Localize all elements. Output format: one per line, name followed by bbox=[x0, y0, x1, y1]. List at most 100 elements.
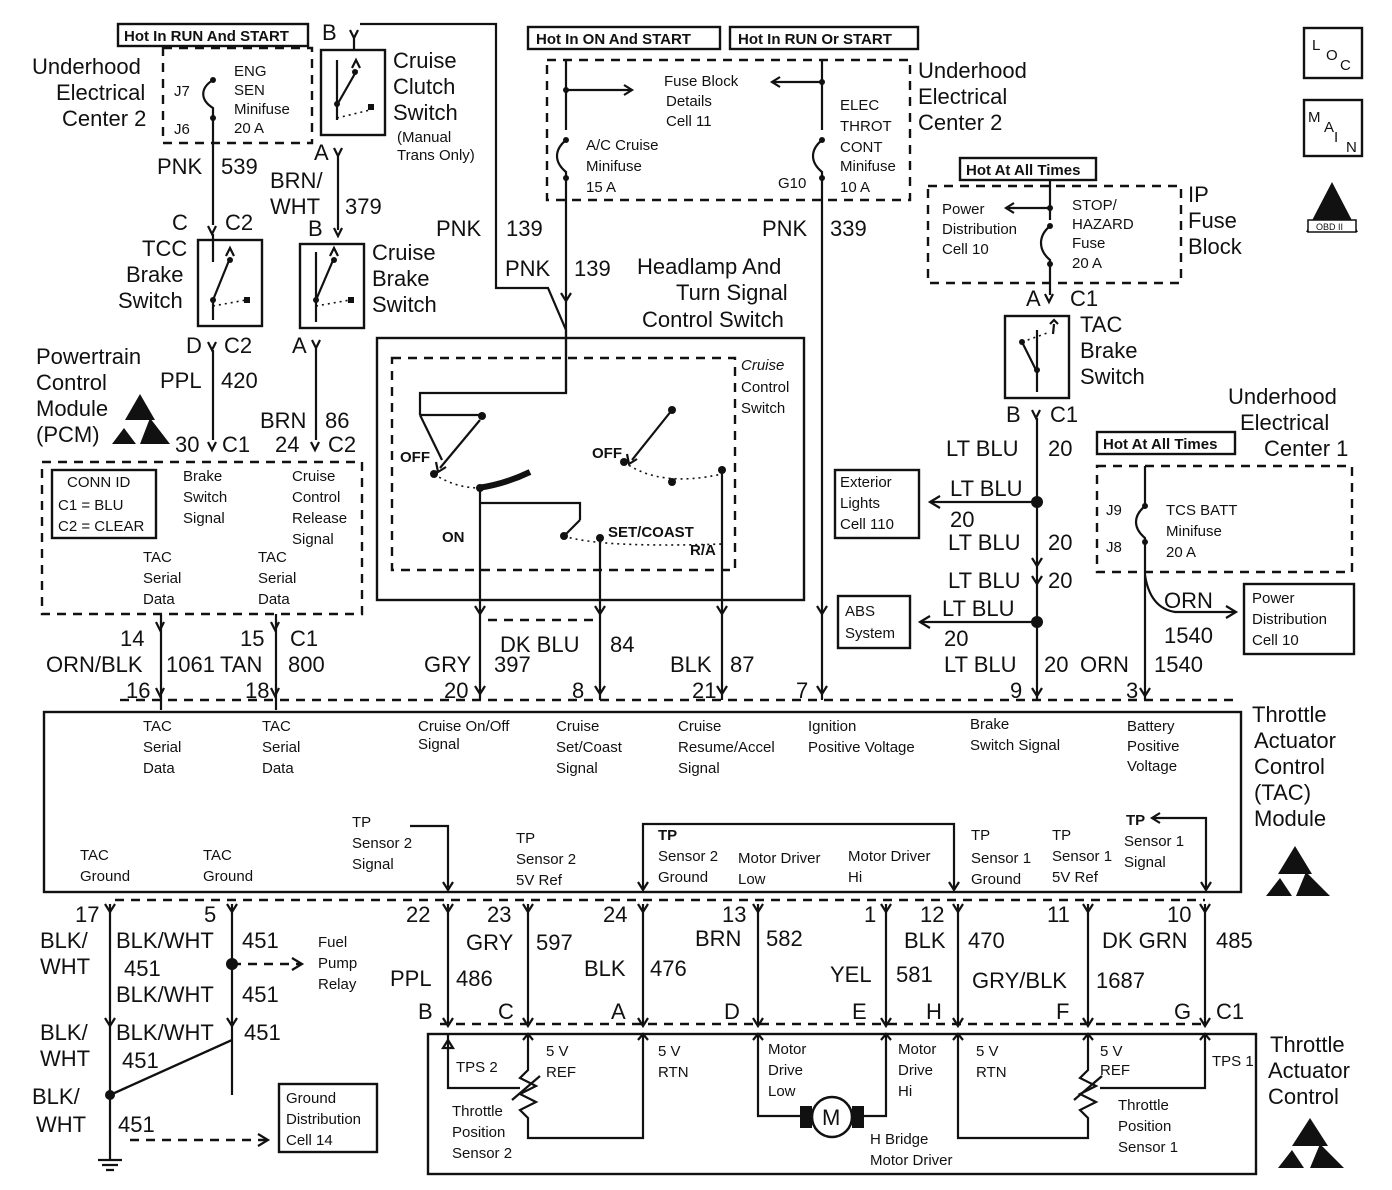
svg-text:ELEC: ELEC bbox=[840, 97, 879, 114]
svg-text:24: 24 bbox=[603, 902, 627, 927]
uec2-right-label: Underhood Electrical Center 2 bbox=[918, 58, 1027, 135]
svg-text:Brake: Brake bbox=[1080, 338, 1137, 363]
wire-tan: TAN bbox=[220, 652, 262, 677]
svg-text:Ground: Ground bbox=[658, 869, 708, 886]
wire-379: 379 bbox=[345, 194, 382, 219]
wire-pnk: PNK bbox=[157, 154, 203, 179]
svg-text:TP: TP bbox=[658, 827, 677, 844]
svg-text:D: D bbox=[724, 999, 740, 1024]
svg-text:Minifuse: Minifuse bbox=[234, 101, 290, 118]
svg-text:TAC: TAC bbox=[143, 549, 172, 566]
pin-c1-tac: C1 bbox=[1070, 286, 1098, 311]
wire-139a: 139 bbox=[506, 216, 543, 241]
svg-text:Cell 11: Cell 11 bbox=[666, 113, 712, 130]
svg-text:10 A: 10 A bbox=[840, 179, 870, 196]
svg-text:486: 486 bbox=[456, 966, 493, 991]
pin-3: 3 bbox=[1126, 678, 1138, 703]
off-left: OFF bbox=[400, 449, 430, 466]
svg-text:Data: Data bbox=[262, 760, 294, 777]
svg-text:Power: Power bbox=[942, 201, 985, 218]
pin-c2b: C2 bbox=[328, 432, 356, 457]
pin-c: C bbox=[172, 210, 188, 235]
pin-30: 30 bbox=[175, 432, 199, 457]
svg-text:Exterior: Exterior bbox=[840, 474, 892, 491]
wire-wht: WHT bbox=[270, 194, 320, 219]
tps2-5v-ref: 5 V REF bbox=[546, 1043, 576, 1081]
svg-text:Sensor 1: Sensor 1 bbox=[971, 850, 1031, 867]
main-icon[interactable]: M A I N bbox=[1302, 98, 1364, 158]
loc-icon[interactable]: L O C bbox=[1302, 26, 1364, 80]
svg-text:TP: TP bbox=[1126, 812, 1145, 829]
set-coast: SET/COAST bbox=[608, 524, 694, 541]
svg-text:Switch: Switch bbox=[393, 100, 458, 125]
svg-text:Sensor 1: Sensor 1 bbox=[1124, 833, 1184, 850]
pin-14: 14 bbox=[120, 626, 144, 651]
wire-1540-1: 1540 bbox=[1154, 652, 1203, 677]
tac-serial-1: TAC Serial Data bbox=[143, 718, 181, 777]
wire-339: 339 bbox=[830, 216, 867, 241]
svg-text:Fuse Block: Fuse Block bbox=[664, 73, 739, 90]
wire-blk-wht-2: BLK/WHT bbox=[116, 982, 214, 1007]
svg-text:Switch Signal: Switch Signal bbox=[970, 737, 1060, 754]
svg-text:Sensor 2: Sensor 2 bbox=[452, 1145, 512, 1162]
cruise-control-switch-label: Cruise Control Switch bbox=[741, 357, 789, 417]
wire-451-3: 451 bbox=[242, 982, 279, 1007]
svg-text:Fuel: Fuel bbox=[318, 934, 347, 951]
svg-text:TP: TP bbox=[352, 814, 371, 831]
svg-text:Switch: Switch bbox=[1080, 364, 1145, 389]
svg-text:M: M bbox=[1308, 109, 1321, 126]
svg-text:Clutch: Clutch bbox=[393, 74, 455, 99]
cruise-brake-label: Cruise Brake Switch bbox=[372, 240, 437, 317]
svg-text:Module: Module bbox=[36, 396, 108, 421]
svg-text:Underhood: Underhood bbox=[32, 54, 141, 79]
wire-87: 87 bbox=[730, 652, 754, 677]
svg-text:STOP/: STOP/ bbox=[1072, 197, 1118, 214]
svg-text:Low: Low bbox=[768, 1083, 796, 1100]
svg-text:5 V: 5 V bbox=[546, 1043, 569, 1060]
wire-pnk-139a: PNK bbox=[436, 216, 482, 241]
svg-text:Resume/Accel: Resume/Accel bbox=[678, 739, 775, 756]
tac-set-coast: Cruise Set/Coast Signal bbox=[556, 718, 623, 777]
svg-text:Minifuse: Minifuse bbox=[840, 158, 896, 175]
svg-text:20 A: 20 A bbox=[234, 120, 264, 137]
svg-text:Motor Driver: Motor Driver bbox=[848, 848, 931, 865]
wire-lt-blu-1: LT BLU bbox=[946, 436, 1019, 461]
pin-a: A bbox=[314, 140, 329, 165]
tac-tp1-ground: TP Sensor 1 Ground bbox=[971, 827, 1031, 888]
tps2-name: Throttle Position Sensor 2 bbox=[452, 1103, 512, 1162]
svg-text:A/C Cruise: A/C Cruise bbox=[586, 137, 659, 154]
bottom-wire-labels: PPL 486 GRY 597 BLK 476 BRN 582 YEL 581 … bbox=[390, 926, 1253, 993]
pin-c2: C2 bbox=[225, 210, 253, 235]
pin-a-tac: A bbox=[1026, 286, 1041, 311]
svg-text:Minifuse: Minifuse bbox=[586, 158, 642, 175]
pin-15: 15 bbox=[240, 626, 264, 651]
tps1-name: Throttle Position Sensor 1 bbox=[1118, 1097, 1178, 1156]
svg-text:5 V: 5 V bbox=[1100, 1043, 1123, 1060]
wire-lt-blu-2: LT BLU bbox=[950, 476, 1023, 501]
svg-text:Hot In ON And START: Hot In ON And START bbox=[536, 31, 691, 48]
bottom-pin-row-2: B C A D E H F G C1 bbox=[418, 999, 1244, 1024]
svg-text:Throttle: Throttle bbox=[1270, 1032, 1345, 1057]
svg-text:Brake: Brake bbox=[372, 266, 429, 291]
wire-20-6: 20 bbox=[1044, 652, 1068, 677]
svg-text:Throttle: Throttle bbox=[1252, 702, 1327, 727]
svg-text:G: G bbox=[1174, 999, 1191, 1024]
wire-pnk-139b: PNK bbox=[505, 256, 551, 281]
svg-text:Control: Control bbox=[36, 370, 107, 395]
svg-text:E: E bbox=[852, 999, 867, 1024]
svg-text:PPL: PPL bbox=[390, 966, 432, 991]
svg-text:Pump: Pump bbox=[318, 955, 357, 972]
wire-20-5: 20 bbox=[944, 626, 968, 651]
svg-text:Control: Control bbox=[1268, 1084, 1339, 1109]
hot-run-start-tag: Hot In RUN And START bbox=[116, 22, 310, 48]
wire-gry: GRY bbox=[424, 652, 472, 677]
motor-drive-low: Motor Drive Low bbox=[768, 1041, 806, 1100]
wire-lt-blu-3: LT BLU bbox=[948, 530, 1021, 555]
svg-text:Ground: Ground bbox=[203, 868, 253, 885]
wire-blk-3: BLK/ bbox=[32, 1084, 81, 1109]
svg-text:20 A: 20 A bbox=[1072, 255, 1102, 272]
svg-text:(TAC): (TAC) bbox=[1254, 780, 1311, 805]
obd-icon[interactable]: OBD II bbox=[1306, 182, 1358, 233]
svg-text:Motor Driver: Motor Driver bbox=[738, 850, 821, 867]
wire-451-5: 451 bbox=[244, 1020, 281, 1045]
